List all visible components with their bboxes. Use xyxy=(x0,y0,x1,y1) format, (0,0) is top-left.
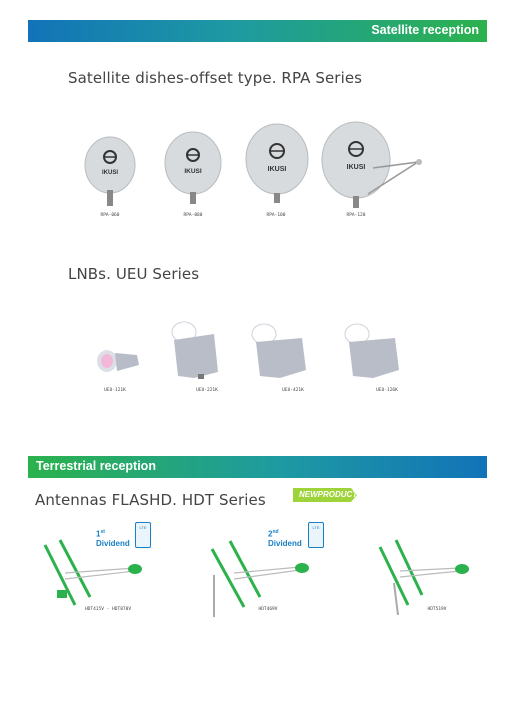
caption-hdt519v: HDT519V xyxy=(427,607,447,612)
dish-rpa-120: IKUSI xyxy=(321,121,422,208)
caption-rpa-080: RPA-080 xyxy=(183,213,203,218)
svg-text:IKUSI: IKUSI xyxy=(102,170,118,176)
lnb-ueu-221k xyxy=(171,321,218,379)
first-dividend-label: 1st Dividend xyxy=(96,529,130,548)
lnb-ueu-121k xyxy=(97,350,139,372)
new-product-badge: NEWPRODUCT xyxy=(293,488,357,502)
second-dividend-label: 2nd Dividend xyxy=(268,529,302,548)
svg-text:IKUSI: IKUSI xyxy=(268,166,287,173)
svg-text:IKUSI: IKUSI xyxy=(347,164,366,171)
lnb-section-title: LNBs. UEU Series xyxy=(68,265,200,283)
caption-rpa-060: RPA-060 xyxy=(100,213,120,218)
caption-ueu-221k: UEU-221K xyxy=(196,388,218,393)
dish-rpa-100: IKUSI xyxy=(245,123,309,203)
antenna-hdt415v xyxy=(43,539,142,606)
terrestrial-reception-label: Terrestrial reception xyxy=(36,459,156,473)
terrestrial-reception-band: Terrestrial reception xyxy=(28,456,487,478)
antennas-section-title: Antennas FLASHD. HDT Series xyxy=(35,491,266,509)
caption-hdt415v: HDT415V - HDT870V xyxy=(84,607,132,612)
caption-ueu-421k: UEU-421K xyxy=(282,388,304,393)
caption-rpa-120: RPA-120 xyxy=(346,213,366,218)
dividend-logo-2: LTE xyxy=(308,522,324,548)
satellite-reception-label: Satellite reception xyxy=(371,23,479,37)
lnb-ueu-421k xyxy=(251,323,306,378)
svg-text:IKUSI: IKUSI xyxy=(184,168,202,175)
antenna-hdt519v xyxy=(378,539,469,615)
caption-ueu-121k: UEU-121K xyxy=(104,388,126,393)
lnb-ueu-126k xyxy=(344,323,399,378)
satellite-reception-band: Satellite reception xyxy=(28,20,487,42)
dividend-logo-1: LTE xyxy=(135,522,151,548)
caption-hdt469v: HDT469V xyxy=(258,607,278,612)
caption-ueu-126k: UEU-126K xyxy=(376,388,398,393)
dish-rpa-060: IKUSI xyxy=(84,136,136,206)
satellite-dishes-title: Satellite dishes-offset type. RPA Series xyxy=(68,69,363,87)
new-product-text: NEWPRODUCT xyxy=(299,490,358,499)
caption-rpa-100: RPA-100 xyxy=(266,213,286,218)
dish-rpa-080: IKUSI xyxy=(164,131,222,204)
antenna-hdt469v xyxy=(210,540,309,617)
